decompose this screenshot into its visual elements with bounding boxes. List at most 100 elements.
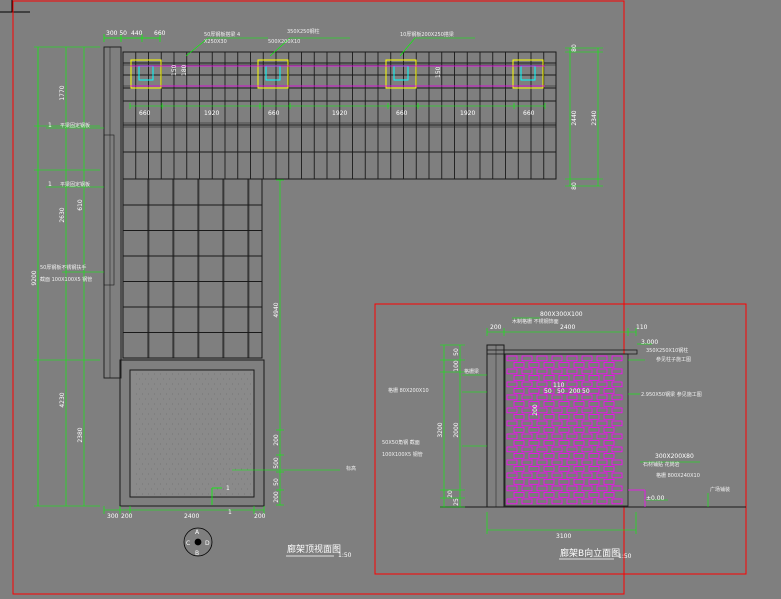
paving-dot [187,408,188,410]
paving-dot [136,453,137,455]
paving-dot [211,418,212,420]
paving-dot [184,473,185,475]
facade-brick [596,498,608,505]
paving-dot [238,393,239,395]
facade-brick [536,368,548,375]
paving-dot [211,398,212,400]
paving-dot [196,433,197,435]
paving-dot [193,408,194,410]
column-plate [385,59,417,89]
paving-dot [202,423,203,425]
facade-brick [596,394,608,401]
paving-dot [136,433,137,435]
paving-dot [238,413,239,415]
paving-dot [166,433,167,435]
note-text: 石材铺贴 花岗岩 [643,461,680,468]
facade-brick [603,388,615,394]
paving-dot [247,418,248,420]
elevation-title: 廊架B向立面图 [560,547,620,559]
paving-dot [151,388,152,390]
paving-dot [190,393,191,395]
paving-dot [250,433,251,435]
paving-dot [208,413,209,415]
plan-side-beam [103,46,122,379]
paving-dot [235,438,236,440]
paving-dot [196,453,197,455]
paving-dot [253,458,254,460]
paving-dot [229,408,230,410]
paving-dot [199,488,200,490]
paving-dot [247,378,248,380]
paving-dot [217,438,218,440]
paving-dot [142,393,143,395]
mark-text: 1 [48,181,52,188]
facade-brick [588,479,600,485]
paving-dot [226,463,227,465]
paving-dot [154,393,155,395]
note-text: 100X100X5 钢管 [382,451,423,458]
facade-brick [521,446,533,453]
paving-dot [160,443,161,445]
paving-dot [148,433,149,435]
paving-dot [181,468,182,470]
facade-brick [603,440,615,446]
paving-dot [136,493,137,495]
paving-dot [196,403,197,405]
paving-dot [187,428,188,430]
paving-dot [142,463,143,465]
compass-circle [183,527,213,557]
paving-dot [163,388,164,390]
note-text: 平梁固定钢板 [60,181,90,188]
paving-dot [139,488,140,490]
paving-dot [211,478,212,480]
paving-dot [247,468,248,470]
paving-dot [202,413,203,415]
facade-brick [528,453,540,459]
dim-text: 440 [131,30,143,37]
facade-brick [603,453,615,459]
column-core [520,65,536,81]
note-text: 50X50角钢 截面 [382,439,420,446]
paving-dot [232,373,233,375]
paving-dot [214,423,215,425]
paving-dot [145,448,146,450]
paving-dot [247,438,248,440]
paving-dot [253,398,254,400]
paving-dot [178,433,179,435]
paving-dot [157,378,158,380]
paving-dot [181,408,182,410]
paving-dot [232,403,233,405]
paving-dot [229,418,230,420]
paving-dot [235,488,236,490]
paving-dot [244,473,245,475]
paving-dot [241,438,242,440]
paving-dot [226,493,227,495]
paving-dot [250,373,251,375]
paving-dot [193,428,194,430]
dim-text: 200 [569,388,581,395]
paving-dot [232,463,233,465]
paving-dot [226,413,227,415]
compass-letter: B [195,550,199,557]
paving-dot [136,403,137,405]
paving-dot [241,448,242,450]
elev-column [486,344,505,508]
paving-dot [241,408,242,410]
paving-dot [193,388,194,390]
note-text: 标高 [346,465,356,472]
paving-dot [205,398,206,400]
dim-text: 660 [396,110,408,117]
paving-dot [178,453,179,455]
elev-panel [504,353,629,507]
paving-dot [187,378,188,380]
paving-dot [148,493,149,495]
paving-dot [151,418,152,420]
paving-dot [154,373,155,375]
facade-brick [603,427,615,433]
facade-brick [603,414,615,420]
facade-brick [513,492,525,498]
paving-dot [142,373,143,375]
facade-brick [566,420,578,427]
facade-brick [528,466,540,472]
